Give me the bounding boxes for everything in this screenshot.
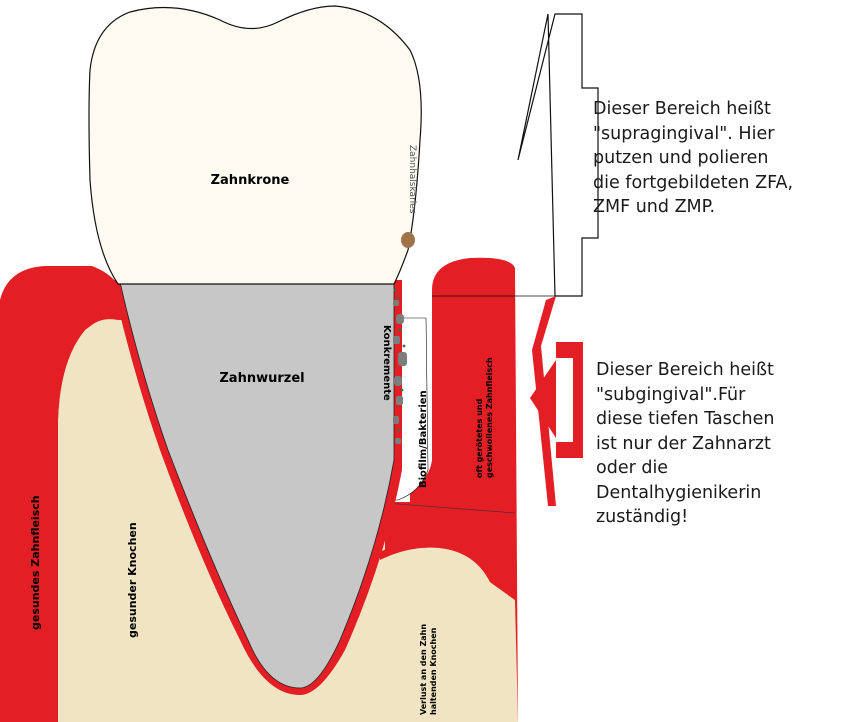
label-swollen-gum-1: oft gerötetes und xyxy=(475,398,484,478)
caries-spot xyxy=(401,232,415,248)
label-root: Zahnwurzel xyxy=(219,371,304,386)
tooth-crown xyxy=(89,6,421,284)
label-healthy-gum: gesundes Zahnfleisch xyxy=(29,495,42,630)
supragingival-arrow xyxy=(518,14,598,296)
label-bone-loss-1: Verlust an den Zahn xyxy=(419,624,428,715)
label-caries: Zahnhalskaries xyxy=(407,145,417,214)
subgingival-note: Dieser Bereich heißt "subgingival".Für d… xyxy=(596,358,841,530)
subgingival-arrow xyxy=(530,296,583,506)
supragingival-note: Dieser Bereich heißt "supragingival". Hi… xyxy=(593,97,843,220)
label-concrements: Konkremente xyxy=(381,325,392,401)
label-swollen-gum-2: geschwollenes Zahnfleisch xyxy=(485,357,494,478)
label-healthy-bone: gesunder Knochen xyxy=(126,522,139,638)
label-biofilm: Biofilm/Bakterien xyxy=(418,390,429,488)
label-bone-loss-2: haltenden Knochen xyxy=(429,627,438,715)
label-crown: Zahnkrone xyxy=(211,173,290,188)
